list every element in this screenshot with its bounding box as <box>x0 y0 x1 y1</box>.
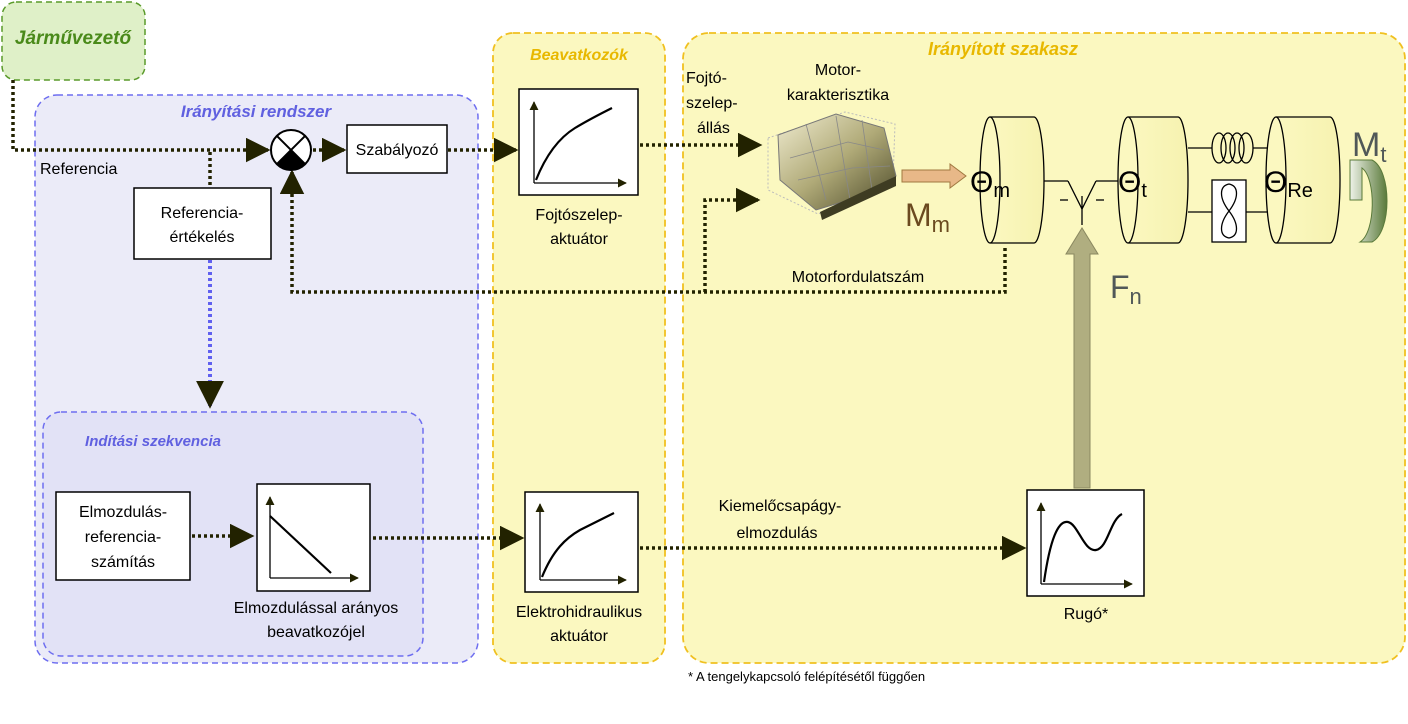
torsion-spring-symbol <box>1188 132 1270 164</box>
electrohydraulic-actuator-label-2: aktuátor <box>550 628 608 645</box>
throttle-actuator-graph <box>518 88 639 196</box>
electrohydraulic-actuator-graph <box>524 491 639 593</box>
proportional-signal-label-1: Elmozdulással arányos <box>234 600 399 617</box>
electrohydraulic-actuator-label-1: Elektrohidraulikus <box>516 604 642 621</box>
displacement-ref-label-2: referencia- <box>85 529 161 546</box>
driver-title: Járművezető <box>15 28 133 49</box>
proportional-signal-label-2: beavatkozójel <box>267 624 365 641</box>
throttle-actuator-label-1: Fojtószelep- <box>535 207 622 224</box>
reference-label: Referencia <box>40 161 117 178</box>
normal-force-fn-label: Fn <box>1110 269 1142 309</box>
theta-re-label: ΘRe <box>1264 166 1313 202</box>
footnote: * A tengelykapcsoló felépítésétől függőe… <box>688 669 925 684</box>
displacement-ref-label-1: Elmozdulás- <box>79 504 167 521</box>
reference-eval-block <box>133 187 272 260</box>
plant-title: Irányított szakasz <box>928 39 1078 59</box>
throttle-position-label-1: Fojtó- <box>686 70 727 87</box>
engine-inertia-cylinder <box>979 116 1045 244</box>
displacement-ref-label-3: számítás <box>91 554 155 571</box>
torque-mm-label: Mm <box>905 197 950 237</box>
load-torque-mt-label: Mt <box>1352 126 1386 167</box>
reference-signal-line <box>11 80 271 163</box>
vehicle-inertia-cylinder <box>1265 116 1341 244</box>
bearing-displacement-label-2: elmozdulás <box>737 525 818 542</box>
engine-map-label-2: karakterisztika <box>787 87 889 104</box>
engine-speed-label: Motorfordulatszám <box>792 269 925 286</box>
torque-arrow <box>901 163 967 189</box>
throttle-actuator-label-2: aktuátor <box>550 231 608 248</box>
theta-t-label: Θt <box>1118 166 1147 202</box>
controller-block <box>346 124 448 174</box>
bearing-displacement-label-1: Kiemelőcsapágy- <box>719 498 842 515</box>
proportional-signal-graph <box>256 483 371 592</box>
spring-label: Rugó* <box>1064 606 1108 623</box>
normal-force-arrow <box>1065 227 1099 489</box>
reference-eval-label-2: értékelés <box>170 229 235 246</box>
engine-speed-feedback-line <box>279 169 1007 294</box>
control-system-title: Irányítási rendszer <box>181 102 333 121</box>
damper-symbol <box>1188 179 1270 243</box>
theta-m-label: Θm <box>970 166 1010 202</box>
engine-map-surface <box>767 111 897 220</box>
engine-speed-to-map-line <box>703 187 761 292</box>
spring-graph <box>1026 489 1145 597</box>
throttle-position-label-3: állás <box>697 120 730 137</box>
driver-box <box>1 1 146 81</box>
clutch-symbol <box>1060 180 1104 225</box>
throttle-position-label-2: szelep- <box>686 95 738 112</box>
engine-map-label-1: Motor- <box>815 62 861 79</box>
actuators-title: Beavatkozók <box>530 47 629 64</box>
start-sequence-title: Indítási szekvencia <box>85 433 221 450</box>
reference-eval-label-1: Referencia- <box>161 205 244 222</box>
controller-label: Szabályozó <box>356 142 439 159</box>
summing-junction <box>270 129 312 171</box>
transmission-inertia-cylinder <box>1117 116 1189 244</box>
displacement-ref-block <box>55 491 191 581</box>
load-torque-arrow <box>1349 159 1388 243</box>
